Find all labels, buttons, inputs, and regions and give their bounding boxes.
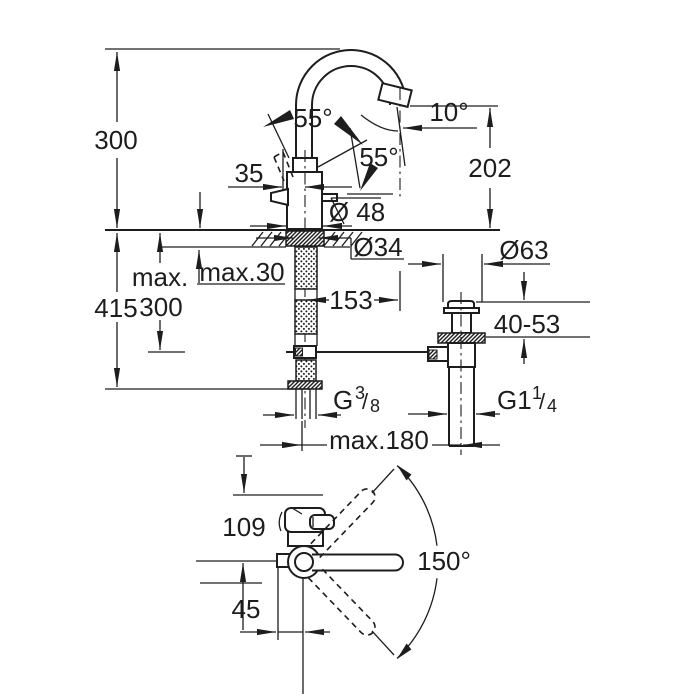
threaded-shank-upper — [294, 246, 318, 290]
swivel-arc-lower-arrowhead — [397, 643, 412, 659]
dim-label-swivel-range: 150° — [417, 546, 471, 576]
plan-spout-swivel-upper-dashed — [307, 488, 376, 559]
dim-55-right-leg — [317, 139, 368, 168]
elevation-dimensions — [105, 48, 590, 451]
dim-4053-reference-lines — [476, 301, 590, 338]
dim-label-spout-projection: 153 — [329, 285, 372, 315]
dim-label-waste-thread: G1 1 / 4 — [497, 383, 557, 416]
mousseur-spout-tip — [377, 81, 413, 109]
water-stream-line — [396, 106, 406, 167]
dim-label-handle-offset: 35 — [235, 158, 264, 188]
supply-hoses — [295, 389, 317, 419]
plan-reference-lines — [196, 494, 323, 694]
dim-label-height-overall: 300 — [94, 125, 137, 155]
dim-label-handle-angle: 55° — [293, 103, 332, 133]
dim-10-angle-arc — [360, 114, 399, 132]
dim-label-depth-to-center: 109 — [222, 512, 265, 542]
pop-up-waste — [427, 292, 486, 455]
dim-55b-arrowhead — [360, 163, 378, 191]
plan-lever-left-arc — [278, 511, 283, 532]
dim-34-leader — [350, 238, 404, 260]
shank-break — [294, 289, 318, 300]
spout-riser — [295, 105, 313, 158]
plan-body-inner-circle — [294, 552, 314, 572]
dim-label-center-distance: max.180 — [329, 425, 429, 455]
rod-knob-clamp — [428, 349, 438, 360]
threaded-shank-lower — [294, 299, 318, 335]
waste-thread-base: G1 — [497, 385, 532, 415]
dim-label-waste-height-range: 40-53 — [494, 309, 561, 339]
rod-connector-clamp — [295, 347, 303, 357]
swivel-arc-upper-arrowhead — [397, 465, 412, 481]
dim-label-hole-diameter: Ø34 — [353, 232, 402, 262]
plan-dimensions — [236, 455, 438, 659]
swivel-extension-lines — [371, 468, 395, 656]
supply-thread-numerator: 3 — [355, 383, 365, 403]
faucet-outline — [270, 49, 413, 428]
supply-thread-slash: / — [362, 389, 369, 414]
waste-thread-slash: / — [539, 389, 546, 414]
dim-label-handle-tilt-angle: 55° — [359, 142, 398, 172]
waste-thread-denominator: 4 — [547, 396, 557, 416]
dim-label-below-max-prefix: max. — [132, 262, 188, 292]
dim-label-hose-length: 300 — [139, 292, 182, 322]
dim-55-left-arrowhead — [263, 110, 294, 127]
dim-label-center-to-front: 45 — [232, 594, 261, 624]
dim-label-body-diameter: Ø 48 — [329, 197, 385, 227]
dim-48-leader — [330, 197, 381, 225]
plan-spout-solid — [312, 553, 404, 572]
dim-label-supply-thread: G 3 / 8 — [333, 383, 380, 416]
supply-thread-base: G — [333, 385, 353, 415]
plan-spout-swivel-lower-dashed — [307, 565, 376, 636]
elevation-view: 300 55° 55° 10° 202 35 Ø 48 Ø34 max.30 m… — [94, 48, 590, 455]
lever-raised-dashed — [273, 151, 294, 182]
plan-faucet-outline — [276, 488, 404, 636]
supply-connection-threads — [295, 359, 317, 382]
dim-label-spout-height: 202 — [468, 153, 511, 183]
dim-label-below-max-value: 415 — [94, 293, 137, 323]
shank-neck — [294, 334, 318, 346]
shank-assembly — [285, 230, 428, 419]
dim-55b-leg — [349, 127, 361, 189]
dim-label-spray-angle: 10° — [429, 97, 468, 127]
hose-bracket — [287, 380, 323, 390]
dim-55-left-leg — [267, 113, 290, 159]
dim-63-extension-lines — [442, 254, 483, 302]
lever-handle — [270, 187, 289, 207]
waste-thread-numerator: 1 — [532, 383, 542, 403]
spout-outer-arc — [295, 49, 407, 106]
swivel-arc-lower — [396, 578, 438, 659]
supply-thread-denominator: 8 — [370, 396, 380, 416]
plan-lever-details — [291, 507, 314, 527]
dim-label-deck-thickness: max.30 — [199, 257, 284, 287]
dim-label-waste-flange-diameter: Ø63 — [499, 235, 548, 265]
elevation-labels: 300 55° 55° 10° 202 35 Ø 48 Ø34 max.30 m… — [94, 97, 560, 455]
plan-labels: 109 45 150° — [222, 512, 471, 624]
plan-view: 109 45 150° — [196, 455, 471, 694]
dim-55-right-arrowhead — [334, 116, 363, 145]
swivel-arc-upper — [396, 465, 438, 546]
